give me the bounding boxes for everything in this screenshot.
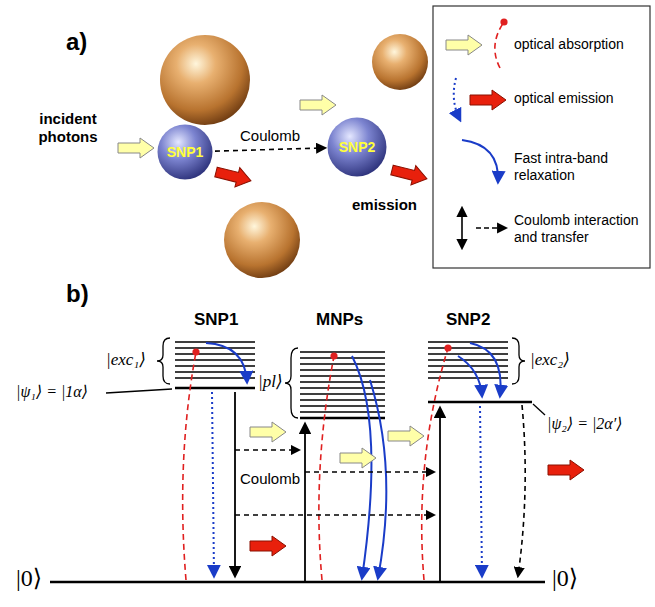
legend-text: optical emission (514, 90, 614, 106)
edge-label: Coulomb (238, 127, 302, 145)
state-label: |ψ₁⟩ = |1α⟩ (16, 382, 88, 401)
photon-arrows (118, 95, 429, 190)
particle-label: SNP1 (167, 144, 204, 160)
legend-frame (433, 6, 650, 268)
column-heading: MNPs (316, 310, 363, 330)
ground-state: |0⟩ (16, 564, 42, 593)
legend-entry: optical emission (514, 90, 646, 107)
state-label: |exc₂⟩ (530, 350, 570, 370)
coulomb-connector (215, 148, 325, 151)
state-label: |exc₁⟩ (106, 350, 146, 370)
legend-entry: Fast intra-band relaxation (514, 150, 646, 184)
energy-levels (50, 342, 545, 582)
annotation: incident photons (22, 110, 114, 146)
legend-text: optical absorption (514, 36, 624, 52)
panel-letter: b) (66, 280, 89, 309)
coulomb-label: Coulomb (238, 470, 302, 488)
state-label: |pl⟩ (258, 372, 283, 392)
particle-label: SNP2 (339, 139, 376, 155)
column-heading: SNP1 (194, 310, 238, 330)
state-label: |ψ₂⟩ = |2α′⟩ (547, 414, 622, 433)
column-heading: SNP2 (446, 310, 490, 330)
legend-entry: Coulomb interaction and transfer (514, 212, 646, 246)
legend-text: Fast intra-band relaxation (514, 150, 608, 183)
ground-state: |0⟩ (552, 564, 578, 593)
panel-letter: a) (66, 28, 87, 57)
legend-entry: optical absorption (514, 36, 646, 53)
nanoparticle-node: SNP1 (157, 124, 213, 180)
metal-nanoparticles (160, 34, 428, 278)
nanoparticle-node: SNP2 (327, 117, 387, 177)
legend-text: Coulomb interaction and transfer (514, 212, 639, 245)
transitions (183, 343, 584, 581)
legend-samples (446, 22, 506, 248)
annotation: emission (352, 196, 417, 214)
